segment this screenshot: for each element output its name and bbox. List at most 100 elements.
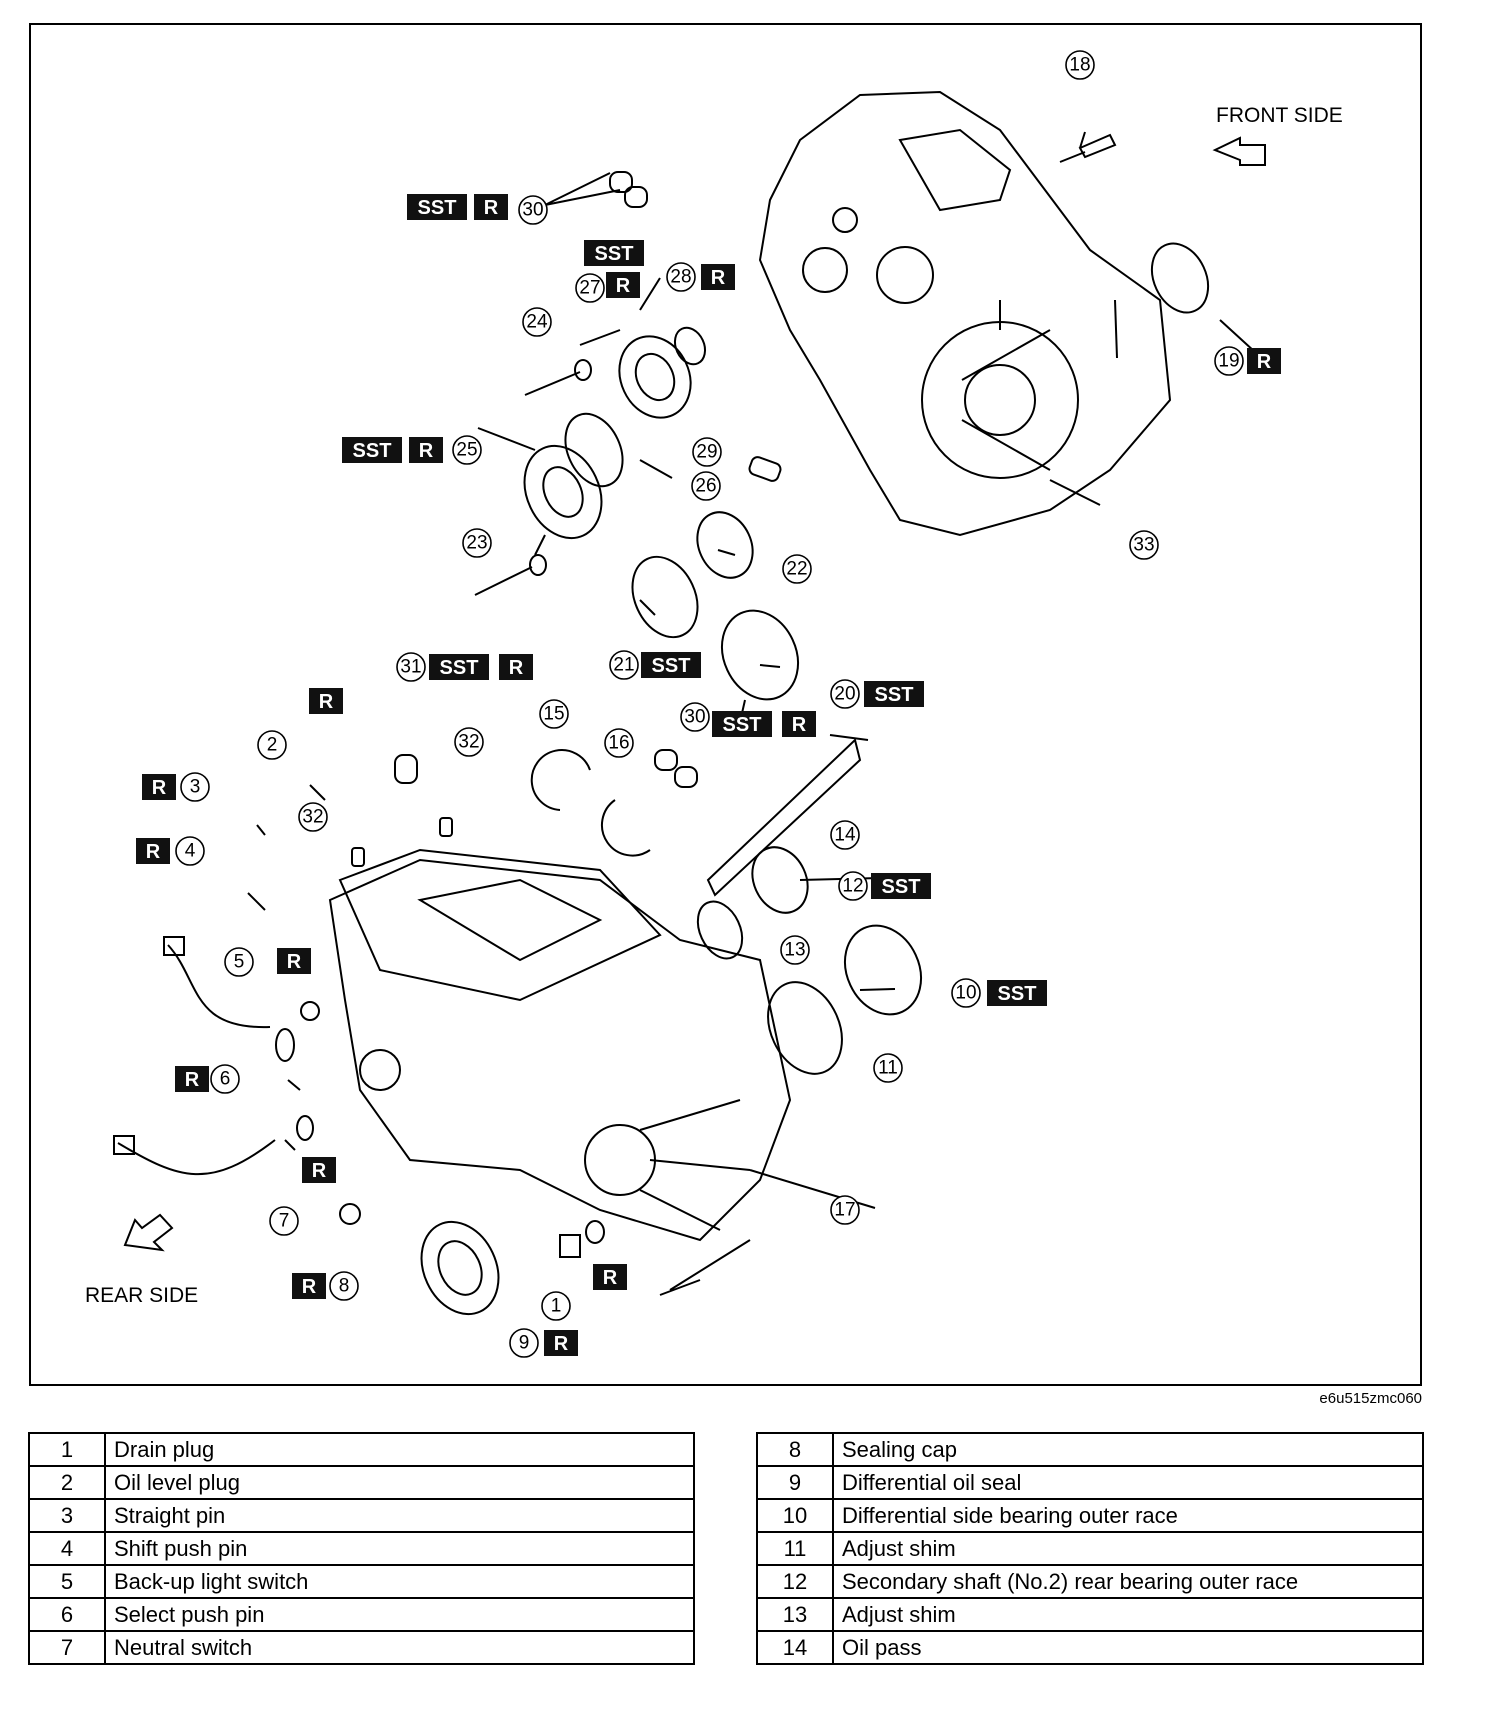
- callout-number: 5: [234, 952, 245, 973]
- sst-badge: SST: [987, 980, 1047, 1006]
- callout: 32: [454, 727, 484, 757]
- callout: 17: [830, 1195, 860, 1225]
- replace-badge: R: [409, 437, 443, 463]
- badge-label: R: [792, 714, 807, 736]
- sst-badge: SST: [429, 654, 489, 680]
- callout: 32: [298, 802, 328, 832]
- callout-number: 23: [466, 533, 487, 554]
- callout: 18: [1065, 50, 1095, 80]
- callout-number: 11: [878, 1058, 898, 1079]
- callout: 23: [462, 528, 492, 558]
- replace-badge: R: [474, 194, 508, 220]
- badge-label: SST: [723, 714, 762, 736]
- callout-number: 33: [1133, 535, 1154, 556]
- badge-label: R: [484, 197, 499, 219]
- callout-number: 17: [834, 1200, 855, 1221]
- legend-part-name: Oil level plug: [104, 1465, 695, 1500]
- legend-part-name: Shift push pin: [104, 1531, 695, 1566]
- badge-label: R: [509, 657, 524, 679]
- legend-number: 3: [28, 1498, 106, 1533]
- callout: 15: [539, 699, 569, 729]
- front-side-arrow: [1212, 136, 1266, 166]
- callout-number: 9: [519, 1333, 530, 1354]
- callout: 24: [522, 307, 552, 337]
- callout-number: 24: [526, 312, 548, 333]
- replace-badge: R: [701, 264, 735, 290]
- legend-number: 4: [28, 1531, 106, 1566]
- replace-badge: R: [499, 654, 533, 680]
- callout: 14: [830, 820, 860, 850]
- callout-number: 15: [543, 704, 564, 725]
- callout-number: 30: [522, 200, 543, 221]
- callout-number: 3: [190, 777, 201, 798]
- callout: 13: [780, 935, 810, 965]
- legend-part-name: Select push pin: [104, 1597, 695, 1632]
- badge-label: R: [185, 1069, 200, 1091]
- badge-label: SST: [353, 440, 392, 462]
- replace-badge: R: [175, 1066, 209, 1092]
- callout: 8: [329, 1271, 359, 1301]
- front-side-label: FRONT SIDE: [1216, 104, 1343, 127]
- callout-number: 31: [400, 657, 421, 678]
- badge-label: R: [1257, 351, 1272, 373]
- callout-number: 6: [220, 1069, 231, 1090]
- replace-badge: R: [292, 1273, 326, 1299]
- replace-badge: R: [544, 1330, 578, 1356]
- callout: 20: [830, 679, 860, 709]
- callout: 7: [269, 1206, 299, 1236]
- replace-badge: R: [277, 948, 311, 974]
- callout-number: 26: [695, 476, 716, 497]
- image-code: e6u515zmc060: [1319, 1390, 1422, 1407]
- badge-label: R: [152, 777, 167, 799]
- badge-label: R: [711, 267, 726, 289]
- sst-badge: SST: [712, 711, 772, 737]
- callout-number: 32: [458, 732, 479, 753]
- callout-number: 12: [842, 876, 863, 897]
- legend-part-name: Differential side bearing outer race: [832, 1498, 1424, 1533]
- badge-label: R: [319, 691, 334, 713]
- front-housing: [758, 90, 1172, 537]
- legend-part-name: Back-up light switch: [104, 1564, 695, 1599]
- legend-part-name: Neutral switch: [104, 1630, 695, 1665]
- sst-badge: SST: [584, 240, 644, 266]
- sst-badge: SST: [864, 681, 924, 707]
- sst-badge: SST: [641, 652, 701, 678]
- sst-badge: SST: [342, 437, 402, 463]
- replace-badge: R: [302, 1157, 336, 1183]
- replace-badge: R: [142, 774, 176, 800]
- callout-number: 10: [955, 983, 976, 1004]
- callout-number: 20: [834, 684, 855, 705]
- replace-badge: R: [606, 272, 640, 298]
- badge-label: SST: [652, 655, 691, 677]
- rear-side-arrow: [123, 1213, 174, 1252]
- callout-number: 28: [670, 267, 691, 288]
- replace-badge: R: [136, 838, 170, 864]
- callout: 5: [224, 947, 254, 977]
- callout-number: 29: [696, 442, 717, 463]
- callout: 29: [692, 437, 722, 467]
- legend-part-name: Adjust shim: [832, 1531, 1424, 1566]
- callout-number: 25: [456, 440, 477, 461]
- replace-badge: R: [593, 1264, 627, 1290]
- callout-group: 1234567891011121314151617181920212223242…: [175, 50, 1244, 1358]
- callout: 9: [509, 1328, 539, 1358]
- callout-number: 4: [185, 841, 196, 862]
- callout-number: 13: [784, 940, 805, 961]
- callout-number: 7: [279, 1211, 290, 1232]
- callout: 11: [873, 1053, 903, 1083]
- callout-number: 21: [613, 655, 634, 676]
- legend-number: 6: [28, 1597, 106, 1632]
- legend-number: 12: [756, 1564, 834, 1599]
